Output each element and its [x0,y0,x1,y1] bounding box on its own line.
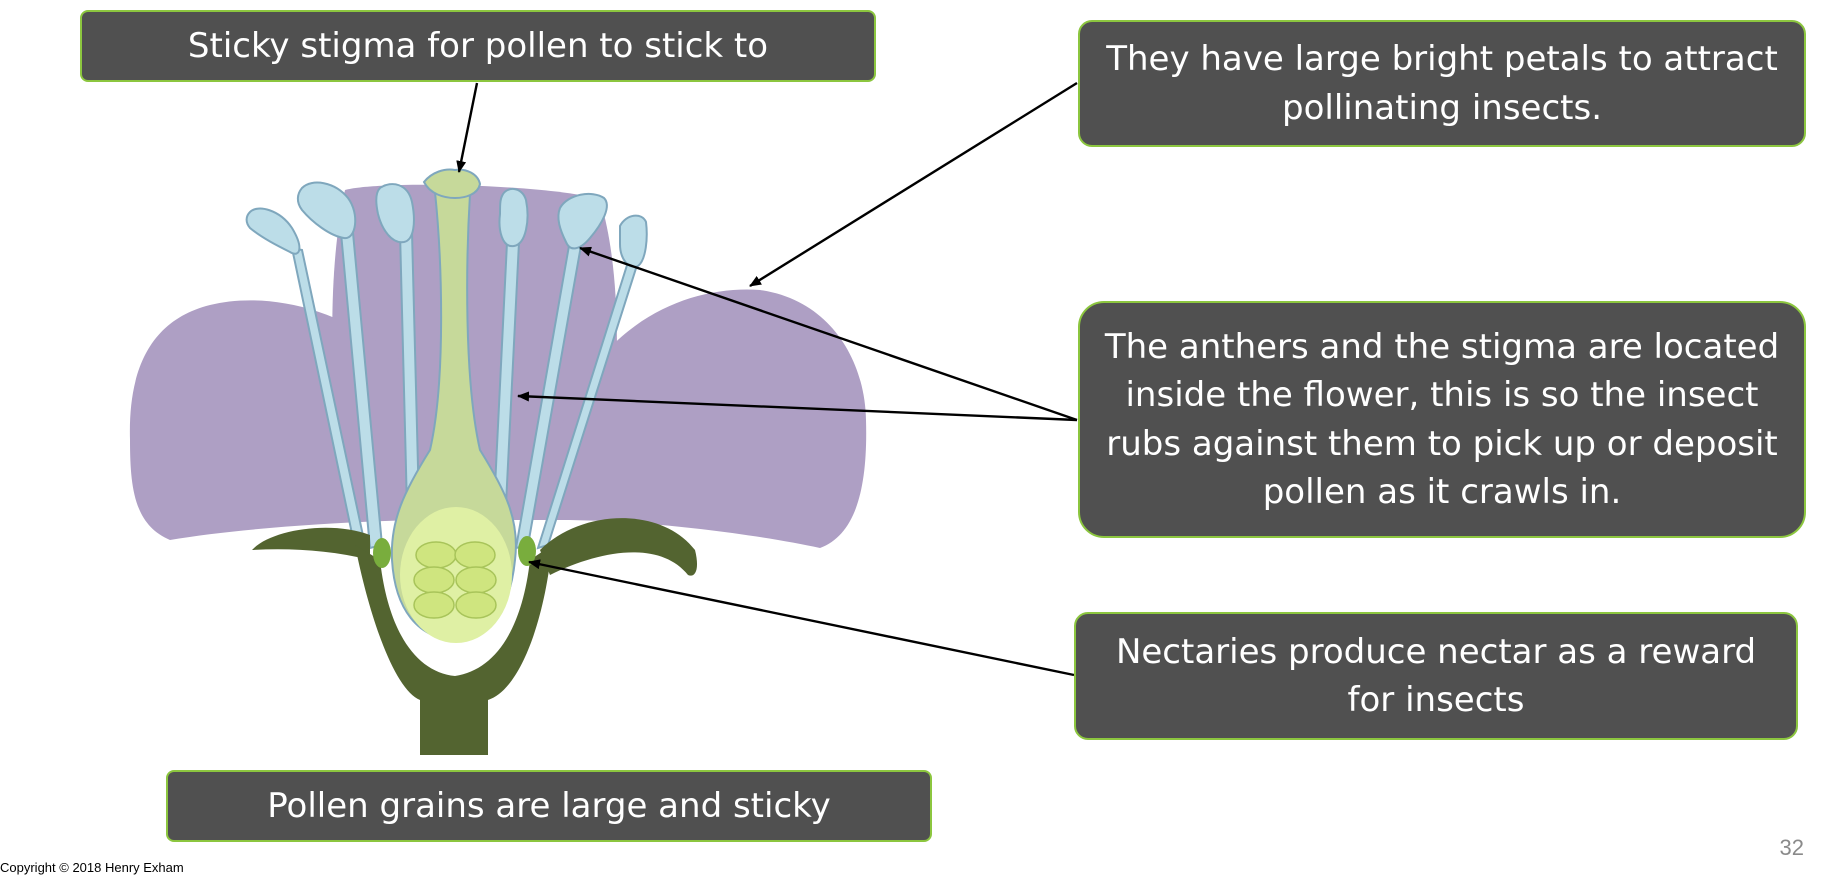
nectaries [373,536,536,568]
pollen-label: Pollen grains are large and sticky [166,770,932,842]
ovules [413,541,497,619]
nectary-left [373,538,391,568]
arrow-petals [749,81,1078,288]
page-number: 32 [1779,835,1804,860]
arrows [456,81,1078,677]
stigma-label: Sticky stigma for pollen to stick to [80,10,876,82]
anther-5 [557,192,608,250]
anthers-label: The anthers and the stigma are located i… [1078,301,1806,538]
arrow-anthers-1 [579,246,1078,422]
arrow-nectaries [528,559,1075,677]
sepal-right [540,518,698,576]
arrow-stigma [456,82,479,173]
anther-3 [375,183,415,244]
petals-label: They have large bright petals to attract… [1078,20,1806,147]
anther-6 [619,214,648,268]
anther-4 [498,188,529,248]
arrow-anthers-2 [517,391,1078,422]
anther-2 [296,181,357,239]
nectaries-label: Nectaries produce nectar as a reward for… [1074,612,1798,740]
copyright-notice: Copyright © 2018 Henry Exham [0,860,184,875]
anther-1 [245,207,301,255]
nectary-right [518,536,536,566]
stigma [422,168,482,200]
carpel [390,168,517,643]
petal-right [560,289,867,548]
sepal-left [252,527,370,560]
